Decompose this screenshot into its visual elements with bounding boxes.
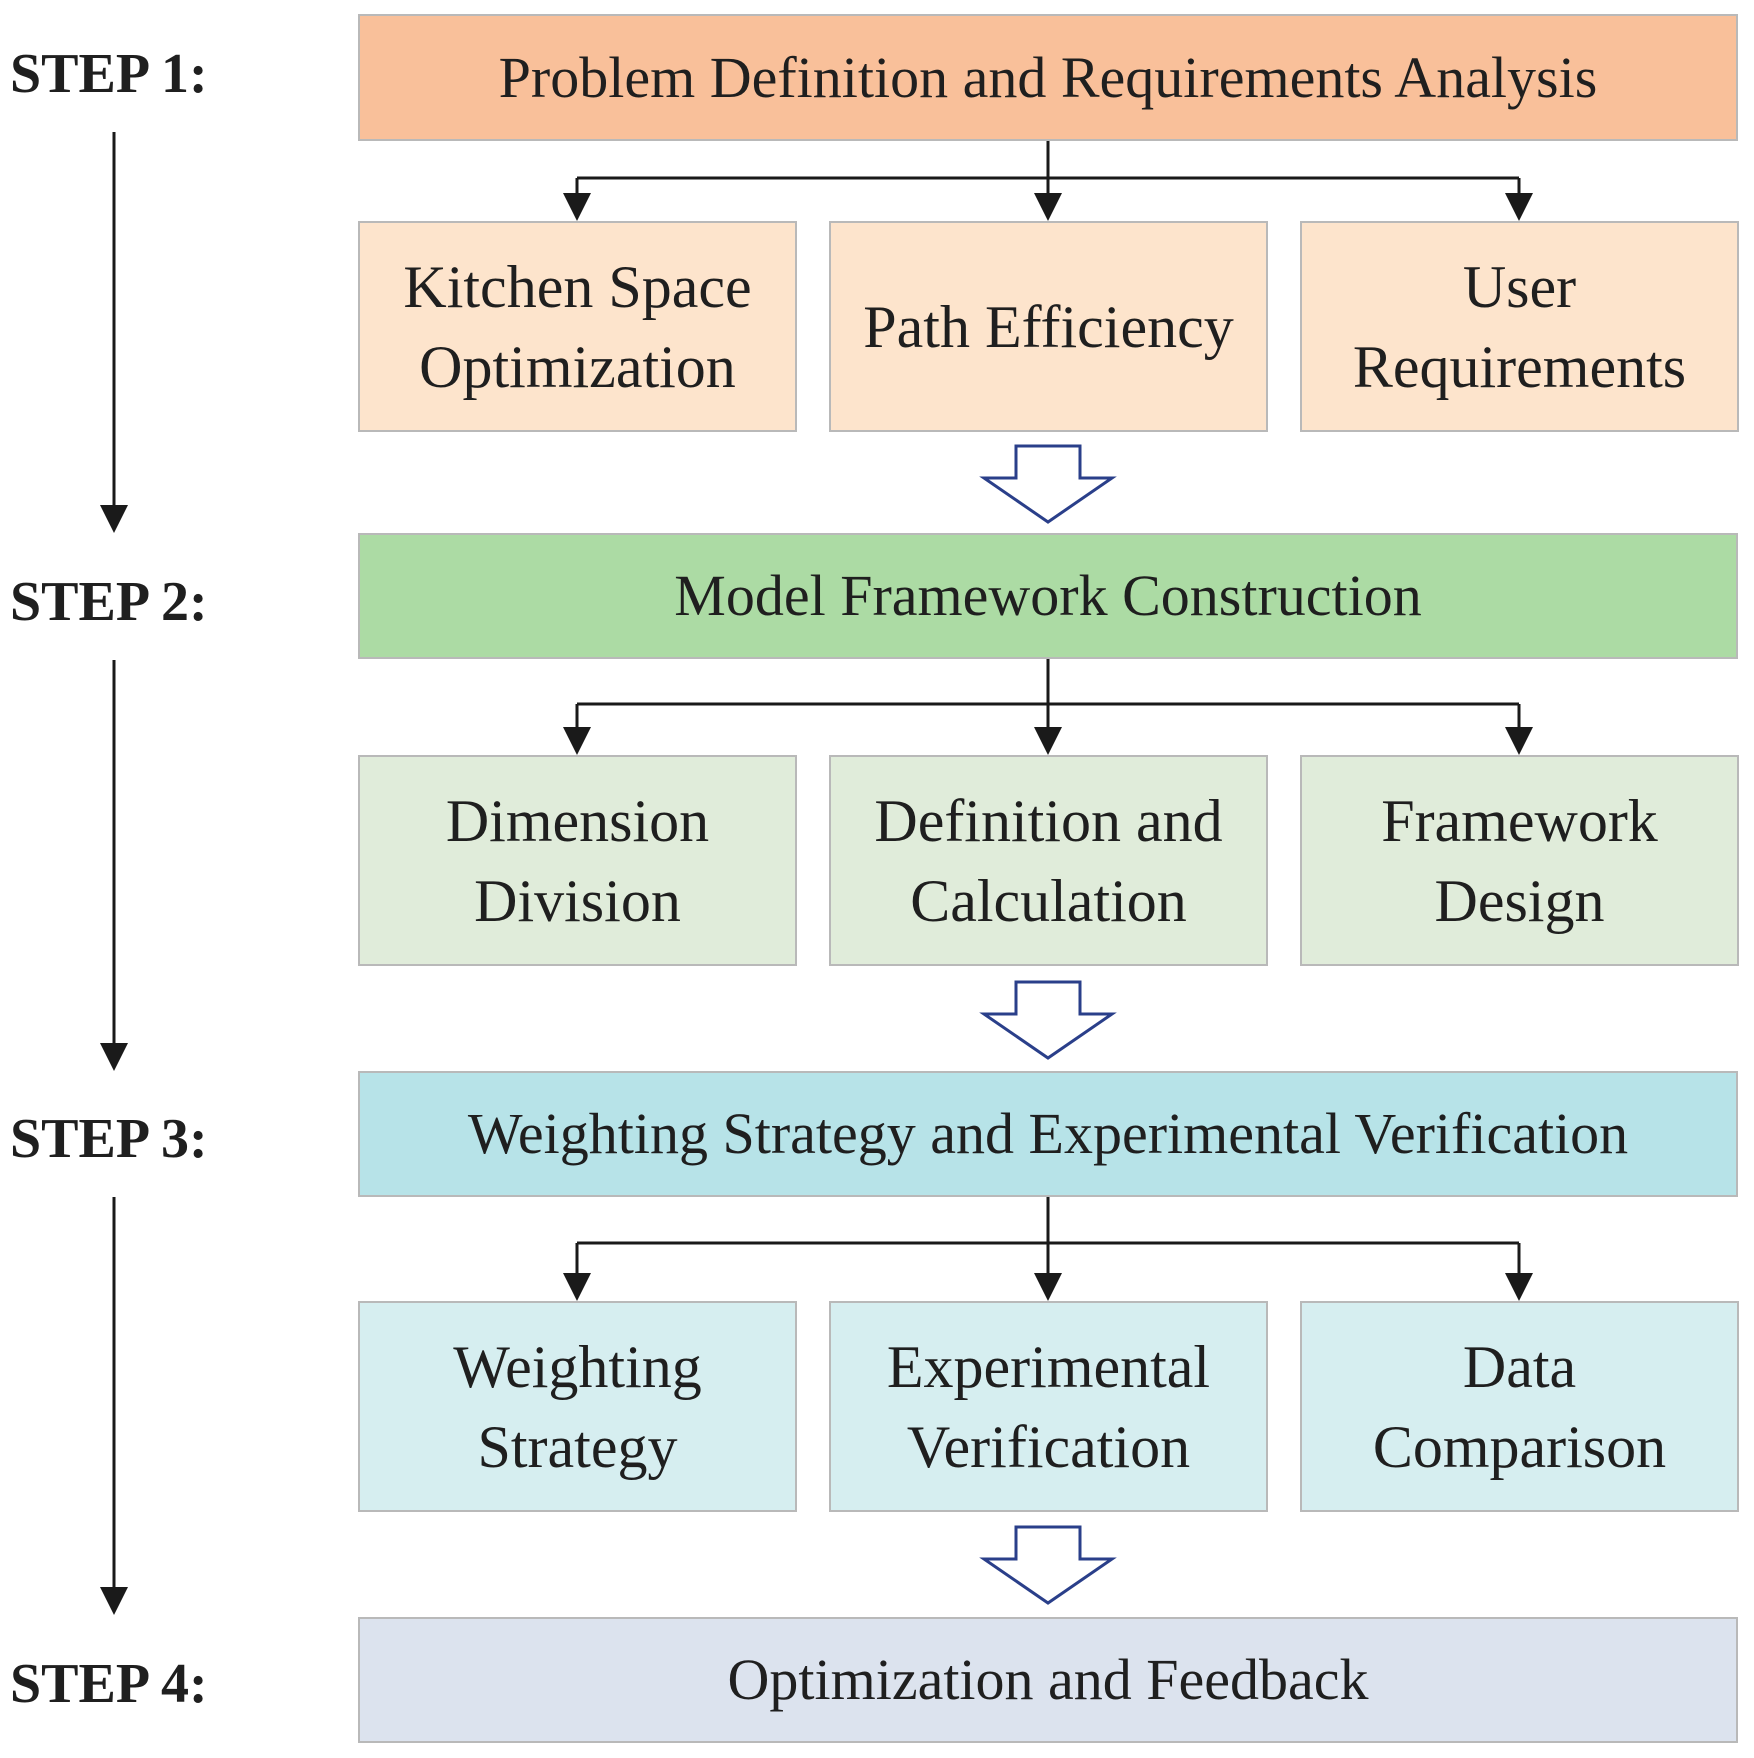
step-2-title: Model Framework Construction [674,563,1422,628]
step-3-item-text: Data Comparison [1372,1333,1667,1480]
step-3-item-text: Weighting Strategy [453,1333,702,1480]
step-arrow-3-to-4 [100,1197,128,1615]
step-1-title: Problem Definition and Requirements Anal… [498,44,1598,110]
hollow-down-arrow [979,980,1117,1060]
step-3-label: STEP 3: [10,1108,208,1170]
step-3-title-box: Weighting Strategy and Experimental Veri… [358,1071,1738,1197]
step-2-item-box: Framework Design [1300,755,1739,966]
hollow-down-arrow [979,1525,1117,1605]
step-2-item-box: Dimension Division [358,755,797,966]
step-1-label: STEP 1: [10,43,208,105]
branch-arrowhead [1505,1273,1533,1301]
step-arrow-1-to-2 [100,132,128,533]
step-1-item-box: User Requirements [1300,221,1739,432]
hollow-down-arrow [979,444,1117,524]
step-2-item-text: Definition and Calculation [874,787,1223,934]
branch-arrowhead [1505,193,1533,221]
step-2-item-text: Dimension Division [445,787,710,934]
branch-arrowhead [563,727,591,755]
step-2-item-box: Definition and Calculation [829,755,1268,966]
step-3-item-box: Experimental Verification [829,1301,1268,1512]
branch-connector-step1 [575,140,1521,197]
step-2-label: STEP 2: [10,571,208,633]
step-1-item-box: Kitchen Space Optimization [358,221,797,432]
step-1-title-box: Problem Definition and Requirements Anal… [358,14,1738,141]
branch-connector-step3 [575,1196,1521,1277]
step-4-title-box: Optimization and Feedback [358,1617,1738,1743]
branch-arrowhead [563,1273,591,1301]
step-3-title: Weighting Strategy and Experimental Veri… [467,1101,1629,1166]
branch-arrowhead [563,193,591,221]
branch-arrowhead [1034,727,1062,755]
step-1-item-box: Path Efficiency [829,221,1268,432]
branch-arrowhead [1034,193,1062,221]
step-3-item-text: Experimental Verification [886,1333,1211,1480]
step-2-item-text: Framework Design [1381,787,1658,934]
branch-connector-step2 [575,658,1521,731]
branch-arrowhead [1505,727,1533,755]
step-3-item-box: Weighting Strategy [358,1301,797,1512]
step-2-title-box: Model Framework Construction [358,533,1738,659]
step-arrow-2-to-3 [100,660,128,1071]
step-4-label: STEP 4: [10,1653,208,1715]
branch-arrowhead [1034,1273,1062,1301]
step-1-item-text: Kitchen Space Optimization [403,253,752,400]
step-4-title: Optimization and Feedback [727,1647,1369,1712]
step-1-item-text: User Requirements [1352,253,1687,400]
step-3-item-box: Data Comparison [1300,1301,1739,1512]
step-1-item-text: Path Efficiency [863,293,1234,360]
